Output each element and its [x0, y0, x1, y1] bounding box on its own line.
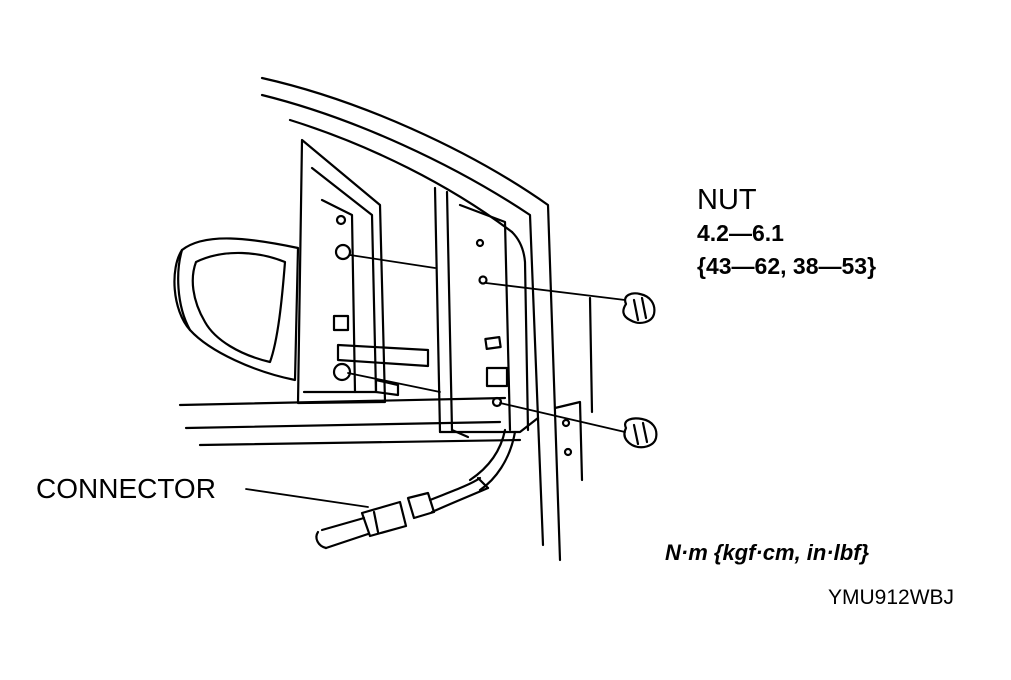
connector-leader-line: [245, 488, 369, 508]
connector-label: CONNECTOR: [36, 473, 216, 504]
mirror-housing: [173, 237, 300, 382]
nut-torque-other-units: {43—62, 38—53}: [697, 253, 877, 279]
nut-torque-nm: 4.2—6.1: [697, 220, 784, 246]
nut-upper: [622, 292, 656, 324]
connector-assembly: [315, 491, 436, 550]
side-bracket: [553, 296, 594, 482]
door-body-lines: [178, 396, 522, 447]
figure-code: YMU912WBJ: [828, 586, 955, 609]
door-inner-panel: [458, 203, 512, 432]
door-frame: [260, 76, 562, 562]
wire-harness: [428, 428, 517, 514]
bolt-leader-lines: [347, 254, 626, 433]
nut-lower: [623, 417, 658, 449]
torque-units-legend: N·m {kgf·cm, in·lbf}: [665, 540, 870, 565]
nut-label: NUT: [697, 184, 757, 216]
mirror-base: [296, 138, 430, 405]
